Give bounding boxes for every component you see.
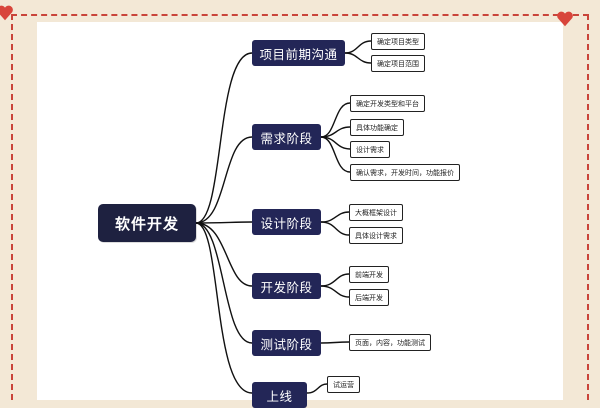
task-node: 试运营	[327, 376, 360, 393]
root-node: 软件开发	[98, 204, 196, 242]
connector-root-phase3	[195, 221, 253, 224]
task-node: 具体设计需求	[349, 227, 403, 244]
connector-root-phase4	[195, 222, 253, 287]
connector-p3-i1	[320, 211, 350, 223]
connector-root-phase5	[195, 222, 253, 344]
connector-p1-i2	[344, 52, 372, 64]
connector-root-phase2	[195, 136, 253, 224]
task-node: 页面，内容，功能测试	[349, 334, 431, 351]
task-node: 前端开发	[349, 266, 389, 283]
phase-node-project-communication: 项目前期沟通	[252, 40, 345, 66]
connector-p3-i2	[320, 221, 350, 236]
connector-p6-i1	[306, 383, 328, 394]
phase-node-requirements: 需求阶段	[252, 124, 321, 150]
connector-p2-i4	[320, 136, 351, 173]
connector-root-phase6	[195, 222, 253, 394]
task-node: 大概框架设计	[349, 204, 403, 221]
phase-node-launch: 上线	[252, 382, 307, 408]
task-node: 确定项目范围	[371, 55, 425, 72]
phase-node-development: 开发阶段	[252, 273, 321, 299]
connector-p4-i1	[320, 273, 350, 287]
connector-p1-i1	[344, 40, 372, 54]
task-node: 确认需求，开发时间，功能报价	[350, 164, 460, 181]
heart-icon	[0, 5, 13, 21]
connector-p5-i1	[320, 341, 350, 344]
phase-node-design: 设计阶段	[252, 209, 321, 235]
connector-p4-i2	[320, 285, 350, 298]
task-node: 具体功能确定	[350, 119, 404, 136]
dashed-border-frame	[11, 14, 589, 400]
task-node: 确定开发类型和平台	[350, 95, 425, 112]
phase-node-testing: 测试阶段	[252, 330, 321, 356]
heart-icon	[557, 11, 573, 27]
task-node: 确定项目类型	[371, 33, 425, 50]
task-node: 后端开发	[349, 289, 389, 306]
connector-root-phase1	[195, 52, 253, 224]
task-node: 设计需求	[350, 141, 390, 158]
